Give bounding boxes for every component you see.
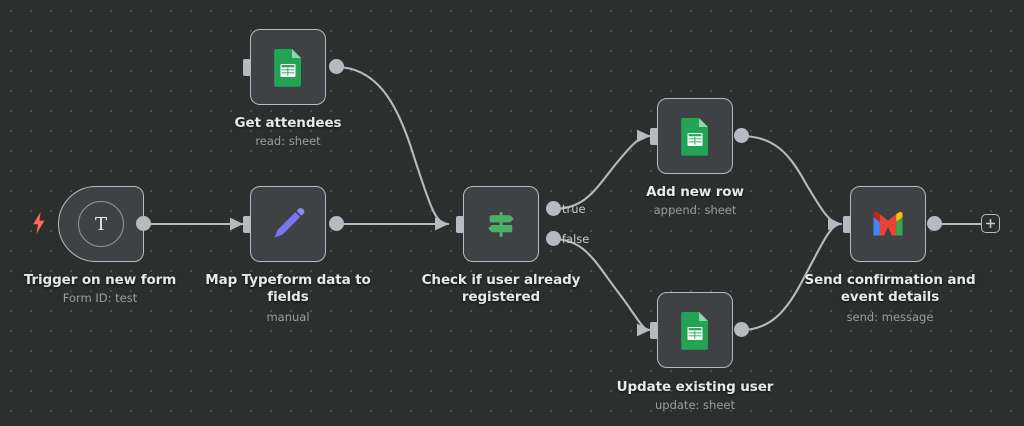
node-subtitle-add-new-row: append: sheet	[653, 203, 737, 217]
port-in-get-attendees[interactable]	[243, 59, 251, 76]
port-in-send-confirmation[interactable]	[843, 216, 851, 233]
typeform-icon-letter: T	[94, 213, 107, 235]
node-subtitle-update-existing-user: update: sheet	[655, 398, 735, 412]
google-sheets-icon	[681, 118, 708, 156]
node-label-trigger: Trigger on new form	[23, 272, 177, 288]
port-out-send-confirmation[interactable]	[927, 216, 942, 231]
node-label-get-attendees: Get attendees	[234, 115, 342, 131]
port-out-update-existing-user[interactable]	[734, 322, 749, 337]
signpost-switch-icon	[488, 212, 514, 237]
port-out-map-typeform[interactable]	[329, 216, 344, 231]
node-map-typeform-data[interactable]	[250, 186, 326, 262]
node-label-update-existing-user: Update existing user	[616, 379, 774, 395]
lightning-bolt-icon	[32, 212, 46, 234]
port-in-check-registered[interactable]	[456, 216, 464, 233]
port-label-true: true	[562, 202, 586, 216]
node-label-map-typeform: Map Typeform data to fields	[205, 272, 371, 305]
add-node-button[interactable]	[981, 214, 1000, 233]
node-check-if-user-registered[interactable]	[463, 186, 539, 262]
port-out-get-attendees[interactable]	[329, 59, 344, 74]
node-get-attendees[interactable]	[250, 29, 326, 105]
gmail-icon	[873, 211, 903, 236]
port-in-add-new-row[interactable]	[650, 128, 658, 145]
port-in-update-existing-user[interactable]	[650, 322, 658, 339]
google-sheets-icon	[681, 312, 708, 350]
node-add-new-row[interactable]	[657, 98, 733, 174]
port-out-check-false[interactable]	[546, 231, 561, 246]
node-send-confirmation[interactable]	[850, 186, 926, 262]
node-label-check-registered: Check if user already registered	[421, 272, 581, 305]
port-in-map-typeform[interactable]	[243, 216, 251, 233]
node-subtitle-send-confirmation: send: message	[846, 310, 934, 324]
google-sheets-icon	[274, 49, 301, 87]
node-subtitle-trigger: Form ID: test	[62, 291, 138, 305]
node-subtitle-map-typeform: manual	[266, 310, 310, 324]
port-out-check-true[interactable]	[546, 201, 561, 216]
node-update-existing-user[interactable]	[657, 292, 733, 368]
node-subtitle-get-attendees: read: sheet	[255, 134, 321, 148]
pencil-edit-icon	[274, 207, 305, 238]
node-label-send-confirmation: Send confirmation and event details	[804, 272, 976, 305]
port-out-add-new-row[interactable]	[734, 128, 749, 143]
node-trigger-on-new-form[interactable]: T	[58, 186, 144, 262]
port-out-trigger[interactable]	[136, 216, 151, 231]
typeform-trigger-icon: T	[78, 201, 124, 247]
port-label-false: false	[562, 232, 590, 246]
node-label-add-new-row: Add new row	[646, 184, 744, 200]
